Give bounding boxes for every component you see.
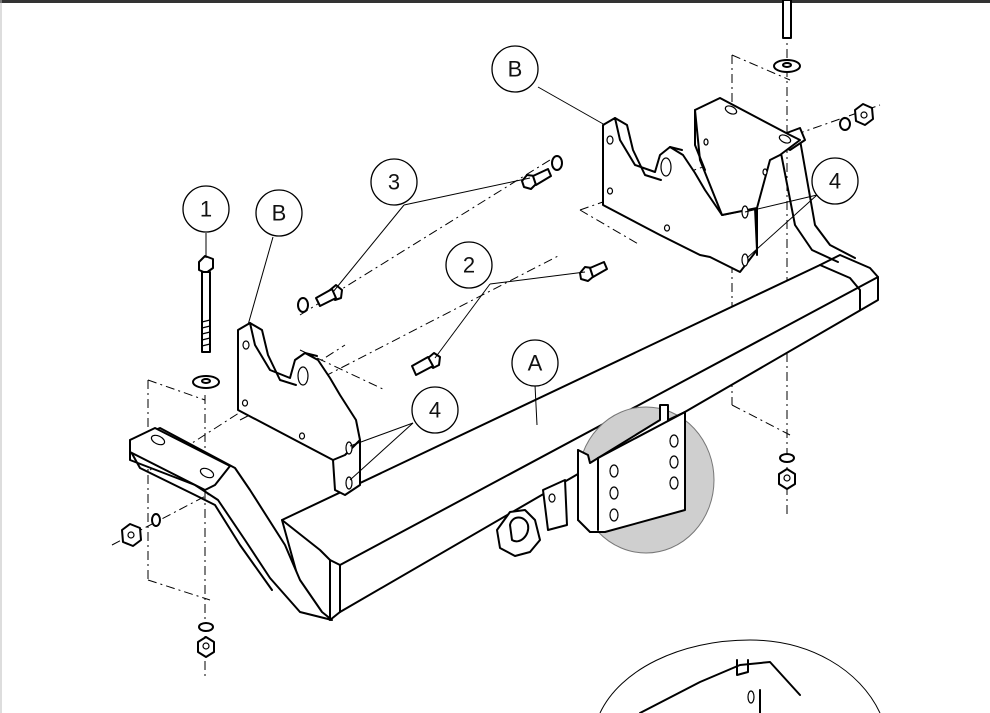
callout-2: 2 [445, 241, 493, 289]
nuts-and-washers [121, 103, 874, 658]
callout-b-left-label: B [272, 201, 287, 226]
callout-1-label: 1 [200, 197, 212, 222]
callout-1: 1 [182, 185, 230, 233]
callout-3-label: 3 [388, 170, 400, 195]
callout-b-left: B [255, 189, 303, 237]
tow-hitch-mount [496, 479, 568, 557]
callout-4-left-label: 4 [429, 398, 441, 423]
callout-3: 3 [370, 158, 418, 206]
leader-lines [205, 86, 818, 481]
callout-b-right-label: B [508, 57, 523, 82]
callout-b-right: B [491, 45, 539, 93]
callout-a-label: A [528, 351, 543, 376]
bracket-left [237, 322, 361, 496]
long-bolt [192, 255, 220, 389]
bracket-right [602, 97, 801, 273]
top-vertical-bolt [773, 0, 801, 73]
short-bolts [315, 168, 608, 376]
callout-4-right-label: 4 [829, 169, 841, 194]
beam-end-plate-left [129, 427, 231, 491]
detail-magnifier-circle [577, 404, 715, 554]
detail-circle-bottom [599, 639, 881, 713]
callout-2-label: 2 [463, 253, 475, 278]
callout-4-right: 4 [811, 157, 859, 205]
callout-a: A [511, 339, 559, 387]
callout-4-left: 4 [411, 386, 459, 434]
